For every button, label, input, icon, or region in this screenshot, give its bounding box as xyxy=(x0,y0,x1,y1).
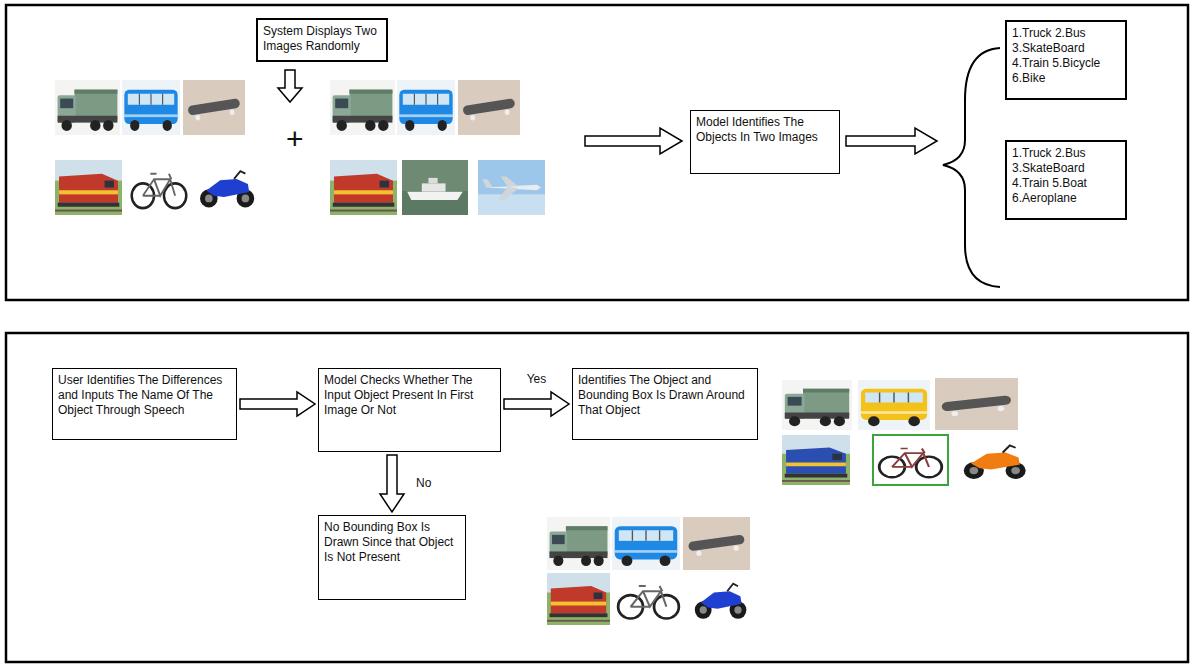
block-arrow xyxy=(846,128,937,154)
block-arrow xyxy=(278,70,302,102)
aeroplane-image xyxy=(478,160,545,215)
skateboard-image xyxy=(458,80,520,135)
skateboard-image xyxy=(183,80,245,135)
process-box: No Bounding Box Is Drawn Since that Obje… xyxy=(318,515,466,600)
process-box: User Identifies The Differences and Inpu… xyxy=(52,368,237,440)
box-text: System Displays Two Images Randomly xyxy=(263,24,381,54)
truck-image xyxy=(330,80,395,135)
process-box: Model Checks Whether The Input Object Pr… xyxy=(318,368,501,452)
box-text: User Identifies The Differences and Inpu… xyxy=(58,373,231,418)
panel-frame xyxy=(6,5,1188,300)
box-text: Model Checks Whether The Input Object Pr… xyxy=(324,373,495,418)
bike-image xyxy=(690,575,750,625)
skateboard-image xyxy=(683,517,750,570)
block-arrow xyxy=(504,392,569,416)
train-image xyxy=(547,573,610,625)
box-text: Identifies The Object and Bounding Box I… xyxy=(578,373,752,418)
curly-brace xyxy=(943,48,1000,287)
process-box: System Displays Two Images Randomly xyxy=(256,18,388,62)
boat-image xyxy=(402,160,468,215)
edge-label: No xyxy=(414,477,433,490)
skateboard-image xyxy=(935,378,1018,430)
process-box: Identifies The Object and Bounding Box I… xyxy=(572,368,758,440)
bicycle-image xyxy=(128,160,190,215)
bus-image xyxy=(612,517,680,570)
truck-image xyxy=(782,380,852,430)
block-arrow xyxy=(240,392,315,416)
bus-image xyxy=(858,380,930,430)
truck-image xyxy=(547,517,610,570)
bike-image xyxy=(195,162,258,214)
bus-image xyxy=(122,80,180,135)
truck-image xyxy=(55,80,120,135)
process-box: Model Identifies The Objects In Two Imag… xyxy=(690,110,840,174)
bicycle-image xyxy=(875,437,946,483)
train-image xyxy=(330,160,397,215)
bounding-box xyxy=(873,435,948,485)
bicycle-image xyxy=(614,573,683,625)
plus-sign: + xyxy=(284,122,306,155)
bike-image xyxy=(958,437,1030,485)
train-image xyxy=(55,160,122,215)
box-text: 1.Truck 2.Bus 3.SkateBoard 4.Train 5.Boa… xyxy=(1012,146,1120,206)
edge-label: Yes xyxy=(525,373,549,386)
block-arrow xyxy=(380,455,404,512)
process-box: 1.Truck 2.Bus 3.SkateBoard 4.Train 5.Boa… xyxy=(1005,140,1127,220)
process-box: 1.Truck 2.Bus 3.SkateBoard 4.Train 5.Bic… xyxy=(1005,20,1127,100)
box-text: 1.Truck 2.Bus 3.SkateBoard 4.Train 5.Bic… xyxy=(1012,26,1120,86)
box-text: Model Identifies The Objects In Two Imag… xyxy=(696,115,834,145)
box-text: No Bounding Box Is Drawn Since that Obje… xyxy=(324,520,460,565)
bus-image xyxy=(397,80,455,135)
train-image xyxy=(782,435,850,485)
block-arrow xyxy=(585,128,682,154)
panel-frame xyxy=(6,333,1188,662)
